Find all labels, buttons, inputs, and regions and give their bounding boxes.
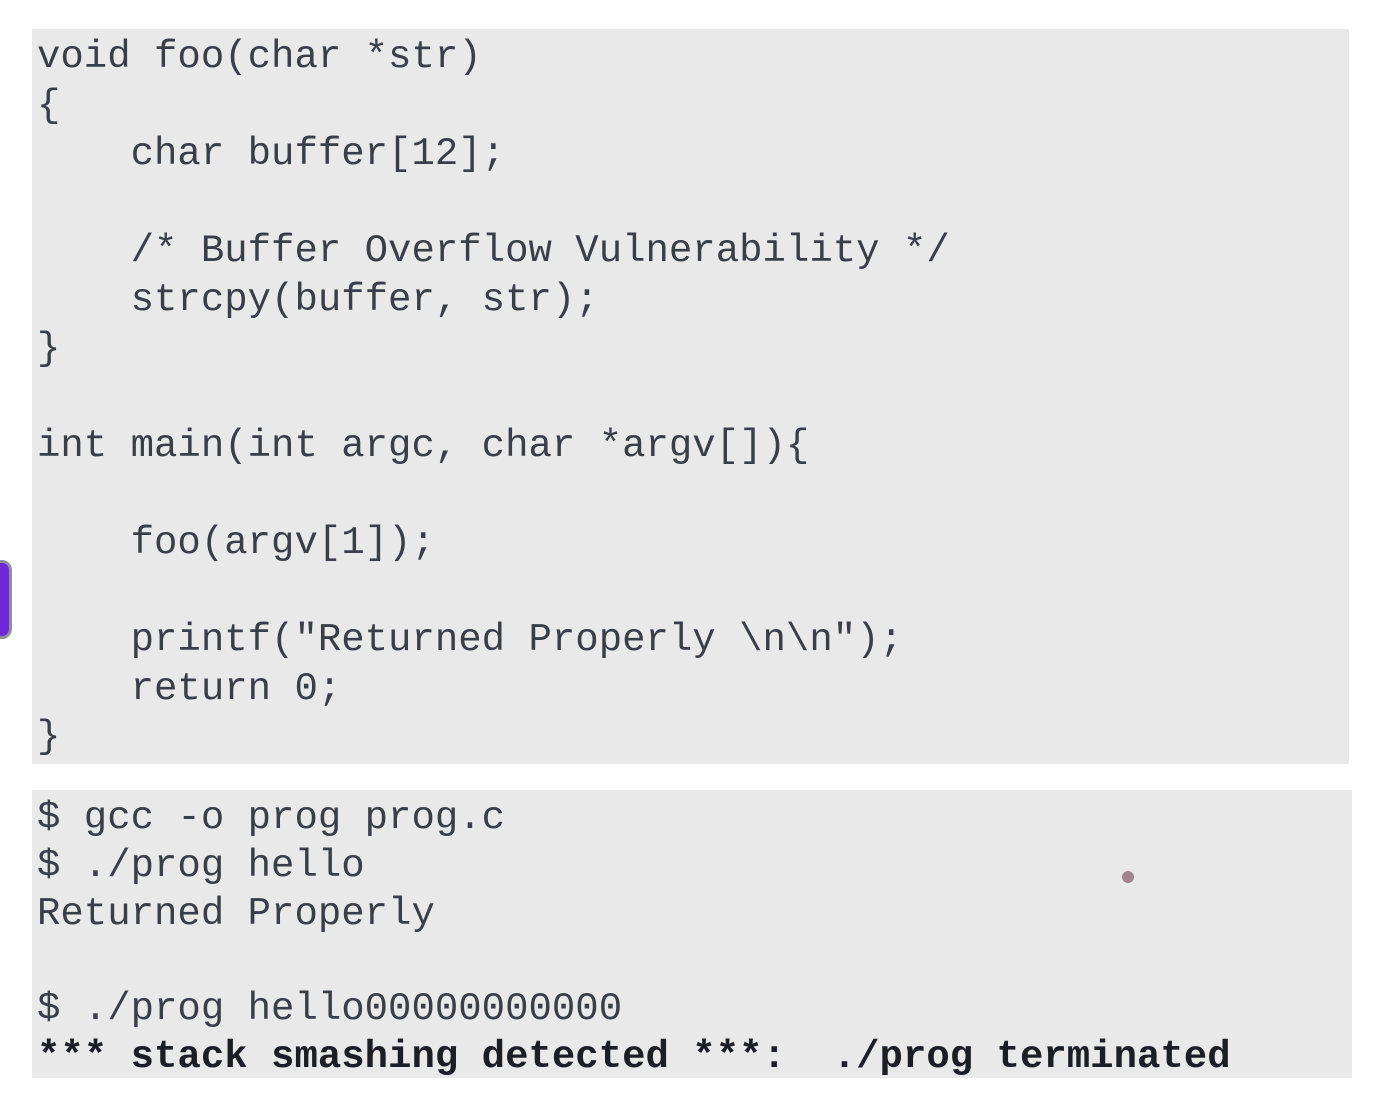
pointer-dot: [1122, 871, 1134, 883]
terminal-line-blank: [32, 938, 1352, 986]
terminal-panel: $ gcc -o prog prog.c $ ./prog hello Retu…: [32, 790, 1352, 1079]
purple-edge-tab[interactable]: [0, 560, 12, 639]
c-source-code: void foo(char *str) { char buffer[12]; /…: [37, 35, 950, 760]
code-panel: void foo(char *str) { char buffer[12]; /…: [32, 29, 1349, 764]
terminal-line-run-hello: $ ./prog hello: [37, 843, 365, 888]
terminal-line-gcc-compile: $ gcc -o prog prog.c: [37, 796, 506, 840]
terminal-line-returned-properly: Returned Properly: [37, 891, 435, 936]
terminal-line-run-overflow: $ ./prog hello00000000000: [37, 987, 623, 1032]
stack-smashing-error-line: *** stack smashing detected ***: ./prog …: [37, 1034, 1231, 1079]
